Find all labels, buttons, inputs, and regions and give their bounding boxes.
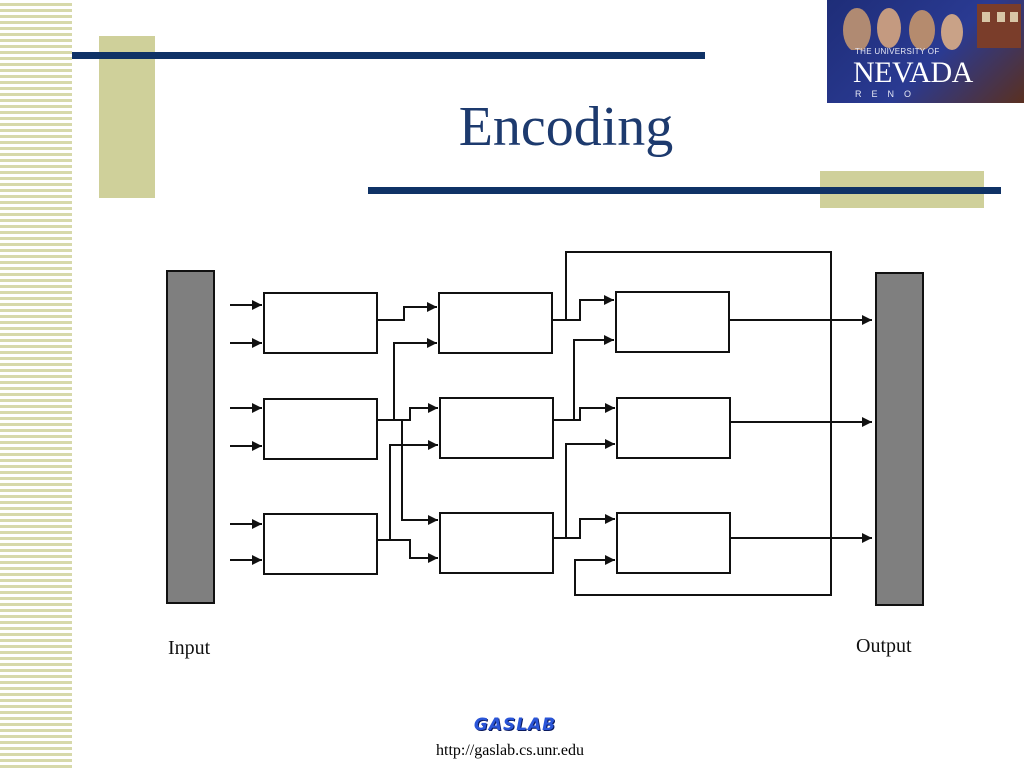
logo-main-text: NEVADA (853, 56, 973, 89)
top-rule (72, 52, 705, 59)
box-c3-r1 (615, 291, 730, 353)
box-c1-r1 (263, 292, 378, 354)
box-c2-r2 (439, 397, 554, 459)
logo-small-text: THE UNIVERSITY OF (855, 47, 940, 56)
top-left-accent-block (99, 36, 155, 198)
box-c3-r2 (616, 397, 731, 459)
box-c2-r1 (438, 292, 553, 354)
logo-photo (843, 4, 1021, 50)
footer-url[interactable]: http://gaslab.cs.unr.edu (436, 742, 584, 759)
bottom-rule (368, 187, 1001, 194)
logo-sub-text: RENO (855, 89, 922, 99)
box-c1-r2 (263, 398, 378, 460)
output-label: Output (856, 635, 912, 657)
box-c3-r3 (616, 512, 731, 574)
left-stripe-decoration (0, 0, 72, 768)
encoding-diagram: Input Output (166, 251, 924, 659)
input-label: Input (168, 637, 211, 659)
university-logo: THE UNIVERSITY OF NEVADA RENO (827, 0, 1024, 103)
input-bar (166, 270, 215, 604)
box-c1-r3 (263, 513, 378, 575)
box-c2-r3 (439, 512, 554, 574)
output-bar (875, 272, 924, 606)
gaslab-logo: GASLAB (473, 715, 557, 735)
slide-title: Encoding (458, 96, 674, 158)
